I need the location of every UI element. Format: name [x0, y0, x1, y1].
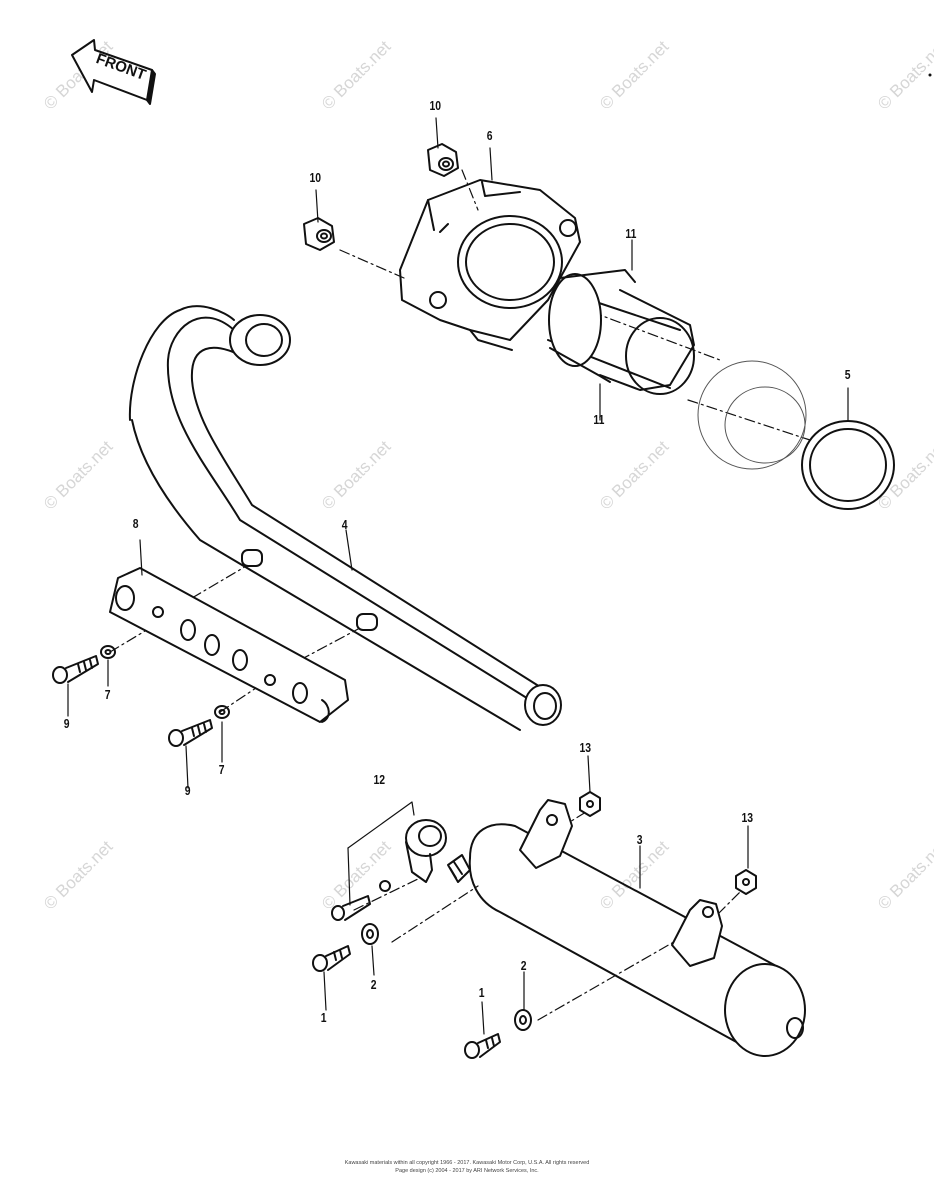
clamp-12 — [405, 819, 447, 883]
nut-10-left — [303, 217, 335, 251]
callout-6: 6 — [486, 128, 493, 143]
muffler-3 — [447, 799, 806, 1057]
heat-guard-8 — [109, 567, 349, 723]
callout-4: 4 — [341, 517, 348, 532]
screw-9-right — [168, 719, 213, 747]
copyright-line: Kawasaki materials within all copyright … — [344, 1160, 590, 1166]
callout-9: 9 — [184, 783, 191, 798]
callout-11: 11 — [593, 412, 605, 427]
bracket-line-12 — [347, 801, 415, 906]
leader-lines — [67, 117, 849, 1035]
nut-10-upper — [427, 143, 459, 177]
nut-13-upper — [579, 791, 601, 817]
exhaust-pipe-4 — [128, 305, 562, 731]
callout-5: 5 — [844, 367, 851, 382]
washer-12 — [379, 880, 391, 892]
nut-13-right — [735, 869, 757, 895]
callout-11: 11 — [625, 226, 637, 241]
flange-6 — [399, 179, 581, 351]
inner-pipe-11 — [547, 269, 695, 395]
callout-10: 10 — [309, 170, 322, 185]
bolt-1-right — [464, 1033, 501, 1059]
callout-2: 2 — [520, 958, 527, 973]
callout-8: 8 — [132, 516, 139, 531]
callout-13: 13 — [741, 810, 754, 825]
bolt-upper — [331, 895, 371, 921]
callout-9: 9 — [63, 716, 70, 731]
callout-7: 7 — [218, 762, 225, 777]
callout-10: 10 — [429, 98, 442, 113]
washer-2-left — [361, 923, 379, 945]
front-arrow-icon: FRONT — [71, 39, 156, 105]
washer-7-left — [100, 645, 116, 659]
bolt-1-left — [312, 945, 351, 972]
callout-1: 1 — [478, 985, 485, 1000]
gasket-5 — [801, 420, 895, 510]
callout-7: 7 — [104, 687, 111, 702]
callout-13: 13 — [579, 740, 592, 755]
callout-12: 12 — [373, 772, 386, 787]
callout-2: 2 — [370, 977, 377, 992]
callout-3: 3 — [636, 832, 643, 847]
page-design-line: Page design (c) 2004 - 2017 by ARI Netwo… — [395, 1168, 539, 1174]
muffler-sleeve — [697, 360, 807, 470]
callout-1: 1 — [320, 1010, 327, 1025]
screw-9-left — [52, 655, 99, 684]
washer-7-right — [214, 705, 230, 719]
washer-2-right — [514, 1009, 532, 1031]
